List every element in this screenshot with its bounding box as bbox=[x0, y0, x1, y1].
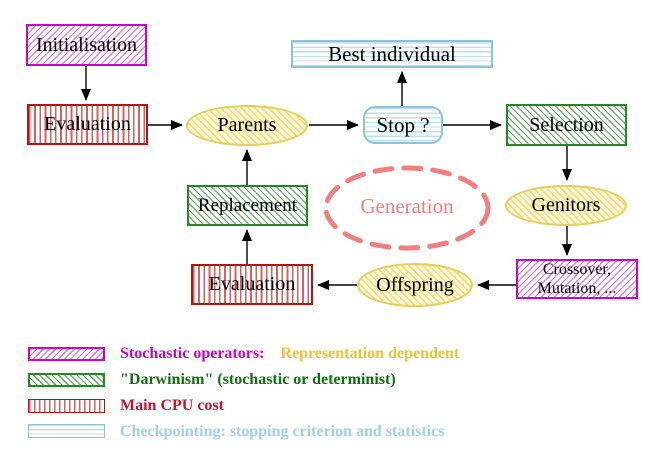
generation-label: Generation bbox=[325, 194, 489, 219]
legend-label-representation: Representation dependent bbox=[280, 345, 460, 362]
node-replacement: Replacement bbox=[187, 185, 308, 226]
node-crossover-line1: Crossover, bbox=[542, 260, 612, 278]
node-genitors-label: Genitors bbox=[531, 194, 601, 216]
node-selection-label: Selection bbox=[529, 113, 604, 136]
node-selection: Selection bbox=[506, 104, 627, 146]
node-evaluation-bottom: Evaluation bbox=[191, 264, 313, 305]
legend-label-darwinism: "Darwinism" (stochastic or determinist) bbox=[120, 371, 396, 388]
node-initialisation: Initialisation bbox=[26, 24, 147, 66]
node-crossover-mutation: Crossover, Mutation, ... bbox=[516, 259, 638, 299]
node-replacement-label: Replacement bbox=[197, 194, 298, 216]
node-parents-label: Parents bbox=[217, 114, 277, 136]
legend-swatch-stochastic bbox=[28, 347, 105, 361]
node-evaluation-top-label: Evaluation bbox=[44, 113, 131, 135]
node-stop: Stop ? bbox=[363, 106, 443, 144]
node-crossover-line2: Mutation, ... bbox=[537, 280, 617, 297]
node-evaluation-bottom-label: Evaluation bbox=[208, 273, 296, 295]
node-best-individual: Best individual bbox=[291, 40, 493, 68]
generation-label-text: Generation bbox=[360, 194, 454, 218]
node-initialisation-label: Initialisation bbox=[35, 33, 138, 56]
node-evaluation-top: Evaluation bbox=[27, 104, 148, 145]
legend-swatch-cpu bbox=[28, 399, 105, 413]
legend-label-cpu: Main CPU cost bbox=[120, 397, 224, 414]
node-offspring: Offspring bbox=[357, 263, 473, 307]
node-stop-label: Stop ? bbox=[376, 112, 430, 137]
node-genitors: Genitors bbox=[505, 185, 627, 226]
node-parents: Parents bbox=[186, 105, 308, 146]
legend-label-stochastic: Stochastic operators: bbox=[120, 345, 265, 362]
node-best-individual-label: Best individual bbox=[328, 41, 456, 66]
node-offspring-label: Offspring bbox=[376, 273, 454, 296]
legend-swatch-darwinism bbox=[28, 373, 105, 387]
legend-swatch-checkpointing bbox=[28, 424, 105, 438]
legend-row-stochastic: Stochastic operators: Representation dep… bbox=[120, 345, 459, 363]
legend-label-checkpointing: Checkpointing: stopping criterion and st… bbox=[120, 423, 445, 440]
